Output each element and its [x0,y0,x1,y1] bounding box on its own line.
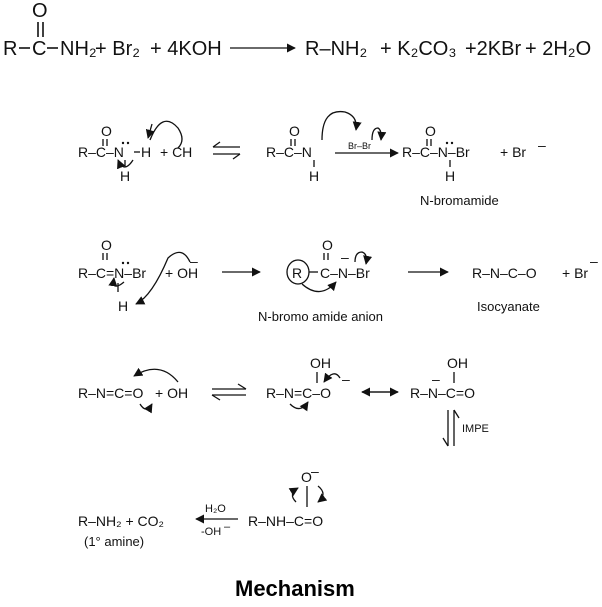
curved-arrow-br-br [371,127,387,141]
primary-amine-note: (1° amine) [84,534,144,549]
br-reagent: Br–Br [348,141,371,151]
plus-base: + CH [160,144,192,160]
final-product: R–NH₂ + CO₂ [78,513,164,529]
n-bromo-amide-anion-label: N-bromo amide anion [258,309,383,324]
intermediate-oh: OH [310,355,331,371]
step-1-deprotonation-bromination: O R–C–N H H + CH O R–C–N H Br–Br O R– [78,110,546,208]
amide-h-bottom: H [120,168,130,184]
isocyanate-reactant: R–N=C=O [78,385,143,401]
product-h: H [445,168,455,184]
plus-oh-2: + OH [155,385,188,401]
plus-k2co3: + K₂CO₃ [380,38,456,60]
anion-charge: – [341,249,349,265]
lone-pair-dot [121,141,125,145]
reagent-water: H₂O [205,503,226,515]
curved-arrow-o-c [323,372,341,383]
reactant-oxygen-2: O [101,237,112,253]
curved-arrow-nh-2 [108,277,125,287]
carbamate-oxygen: O [301,469,312,485]
curved-arrow-n-c [289,401,309,412]
curved-arrow-nh [117,159,134,170]
curved-arrow-n-to-br [321,110,362,141]
amide-oxygen: O [101,123,112,139]
equilibrium-3-bottom-barb [211,394,221,401]
product-amine: R–NH₂ [305,38,367,60]
isocyanate-product: R–N–C–O [472,265,537,281]
bromamide-enol: R–C=N–Br [78,265,146,281]
step-3-hydroxide-addition: R–N=C=O + OH OH R–N=C–O – OH R–N–C=O – I… [78,355,489,447]
lone-pair-dot [445,141,449,145]
reactant-nh2: NH₂ [60,38,97,60]
curved-arrow-br-leave [354,251,373,265]
curved-arrow-migration [301,281,337,293]
reactant-carbon: C [32,38,46,60]
anion-oxygen-2: O [322,237,333,253]
plus-bromide-2: + Br [562,265,588,281]
plus-koh: + 4KOH [150,38,222,60]
curved-arrow-c-to-o [139,403,153,414]
equilibrium-bottom-barb [232,153,241,160]
equilibrium-3-top-barb [237,383,247,390]
lone-pair-dot [126,261,130,265]
lone-pair-dot [126,141,130,145]
reagent-hydroxide: -OH [201,526,221,538]
impe-left-barb [442,437,449,447]
overall-reaction: O R C NH₂ + Br₂ + 4KOH R–NH₂ + K₂CO₃ +2K… [3,0,591,60]
plus-kbr: +2KBr [465,38,521,60]
amide-h-right: H [141,144,151,160]
lone-pair-dot [450,141,454,145]
reactant-oxygen: O [32,0,48,22]
resonance-charge: – [432,371,440,387]
plus-bromide: + Br [500,144,526,160]
step-2-isocyanate-formation: O R–C=N–Br H + OH – R O C–N–Br – N-bromo… [78,237,598,324]
curved-arrow-o-minus [317,485,328,503]
n-bromamide-label: N-bromamide [420,193,499,208]
anion-h: H [309,168,319,184]
anion-r: R [292,265,302,281]
curved-arrow-head [145,123,155,139]
reactant-h-2: H [118,298,128,314]
reagent-hydroxide-charge: – [224,521,231,533]
product-oxygen: O [425,123,436,139]
resonance-oh: OH [447,355,468,371]
reactant-r: R [3,38,17,60]
anion-structure: R–C–N [266,144,312,160]
carbamate-structure: R–NH–C=O [248,513,323,529]
step-4-decarboxylation: O – R–NH–C=O H₂O -OH – R–NH₂ + CO₂ (1° a… [78,463,328,549]
curved-arrow-oh-attack [135,251,191,305]
intermediate-charge: – [342,371,350,387]
resonance-structure: R–N–C=O [410,385,475,401]
amide-left: R–C–N [78,144,124,160]
anion-rest: C–N–Br [320,265,370,281]
bromide-charge: – [538,137,546,153]
plus-br2: + Br₂ [95,38,140,60]
curved-arrow-n-c-4 [288,487,299,503]
equilibrium-top-barb [212,141,221,148]
anion-oxygen: O [289,123,300,139]
plus-h2o: + 2H₂O [525,38,591,60]
hydroxide-charge: – [190,253,198,269]
mechanism-title: Mechanism [235,576,355,601]
carbamate-charge: – [311,463,319,479]
bromide-charge-2: – [590,253,598,269]
plus-hydroxide: + OH [165,265,198,281]
lone-pair-dot [121,261,125,265]
curved-arrow-oh-to-c [133,367,179,383]
n-bromamide-structure: R–C–N–Br [402,144,470,160]
curved-arrow-base [149,120,183,149]
impe-right-barb [453,409,460,419]
intermediate-structure: R–N=C–O [266,385,331,401]
impe-label: IMPE [462,423,489,435]
isocyanate-label: Isocyanate [477,299,540,314]
